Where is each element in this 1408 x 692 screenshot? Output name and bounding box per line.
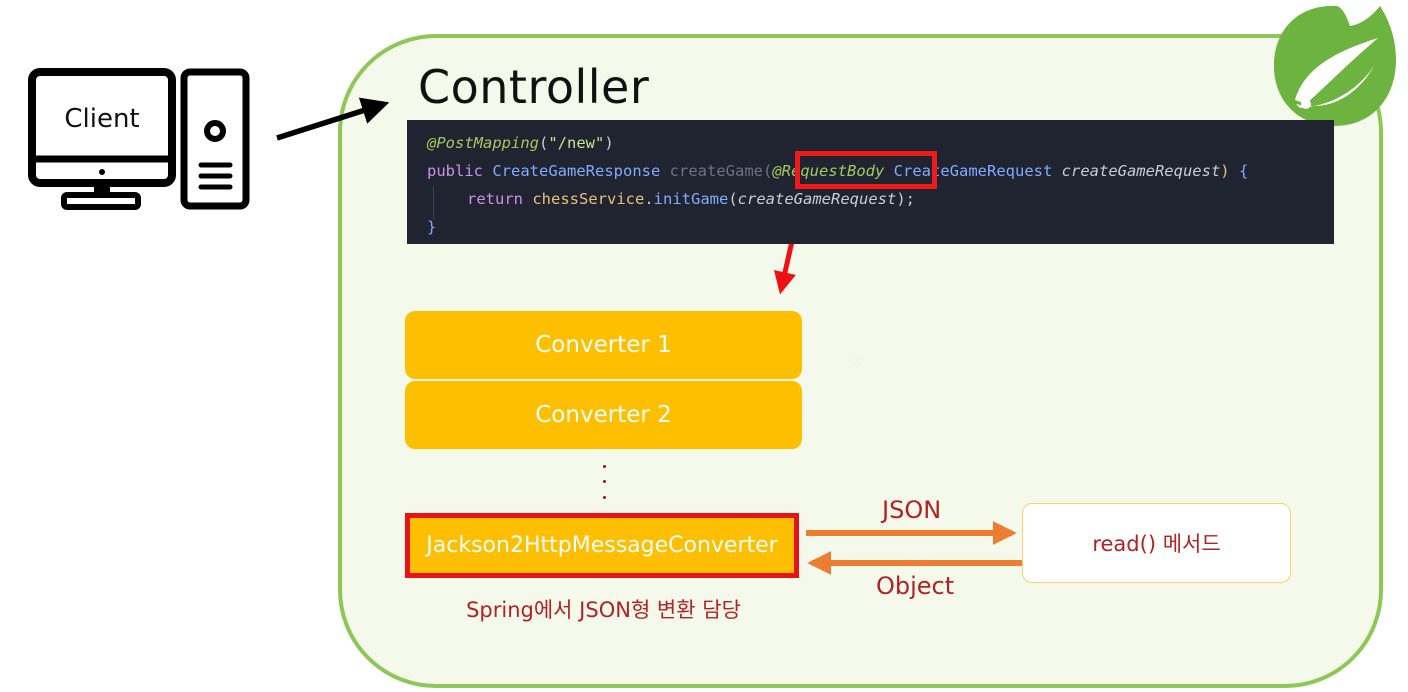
requestbody-highlight (795, 151, 937, 189)
code-arg: createGameRequest (737, 190, 897, 208)
code-target: chessService (532, 190, 645, 208)
code-paren: ( (538, 134, 549, 152)
jackson-converter: Jackson2HttpMessageConverter (405, 513, 799, 578)
client-label: Client (64, 104, 140, 134)
spring-leaf-logo (1273, 5, 1396, 127)
code-paren: ( (728, 190, 738, 208)
read-method-box: read() 메서드 (1022, 503, 1291, 583)
code-call: initGame (653, 190, 729, 208)
code-line-1: @PostMapping("/new") (427, 134, 614, 152)
code-param-annotation: @RequestBody (772, 162, 885, 180)
code-paren: ) (1220, 162, 1230, 180)
controller-title: Controller (418, 60, 650, 114)
client-to-controller-arrow (276, 97, 390, 141)
object-label: Object (876, 572, 955, 600)
ellipsis-dot (603, 496, 606, 499)
converter-1: Converter 1 (405, 311, 802, 379)
ellipsis-dot (603, 480, 606, 483)
code-brace: { (1238, 162, 1249, 180)
stray-glyph: ㅊ (850, 352, 865, 371)
indent-guide (433, 186, 434, 220)
code-paren: ( (763, 162, 773, 180)
code-keyword: public (427, 162, 483, 180)
code-method-name: createGame (669, 162, 763, 180)
pc-tower-icon (180, 68, 250, 210)
code-paren: ); (896, 190, 915, 208)
code-param-name: createGameRequest (1061, 162, 1221, 180)
code-string: "/new" (548, 134, 605, 152)
ellipsis-dot (603, 465, 606, 468)
code-return-type: CreateGameResponse (492, 162, 661, 180)
code-line-3: return chessService.initGame(createGameR… (467, 190, 915, 208)
json-label: JSON (882, 496, 942, 524)
code-keyword: return (467, 190, 523, 208)
code-paren: ) (604, 134, 614, 152)
jackson-caption: Spring에서 JSON형 변환 담당 (466, 598, 741, 622)
computer-monitor-icon (28, 68, 176, 210)
code-annotation: @PostMapping (427, 134, 539, 152)
code-dot: . (644, 190, 654, 208)
code-brace: } (427, 218, 437, 236)
converter-2: Converter 2 (405, 381, 802, 449)
code-line-4: } (427, 218, 436, 236)
